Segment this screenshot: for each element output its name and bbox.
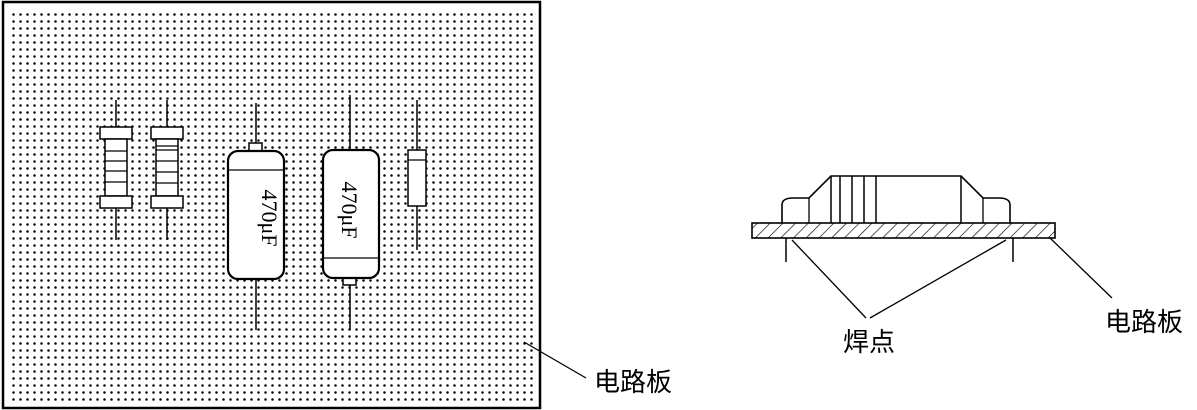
board-cross-section	[751, 222, 1056, 239]
small-component	[407, 100, 427, 250]
solder-joint-label: 焊点	[843, 328, 895, 358]
board-right-leader	[1049, 237, 1113, 299]
resistor-side-body	[781, 175, 1011, 223]
capacitor-1: 470μF	[226, 103, 286, 330]
solder-leader-right	[869, 239, 1007, 319]
resistor-1	[99, 100, 133, 240]
board-left-leader	[523, 341, 587, 379]
resistor-2	[150, 100, 184, 240]
solder-leader-left	[791, 239, 867, 319]
capacitor-1-value: 470μF	[257, 189, 282, 246]
mounted-component-side-view	[751, 175, 1056, 262]
capacitor-2-value: 470μF	[337, 181, 362, 238]
board-right-label: 电路板	[1105, 308, 1183, 338]
perfboard-top-view: 470μF 470μF	[1, 0, 542, 410]
capacitor-2: 470μF	[321, 95, 381, 330]
board-left-label: 电路板	[594, 368, 672, 398]
